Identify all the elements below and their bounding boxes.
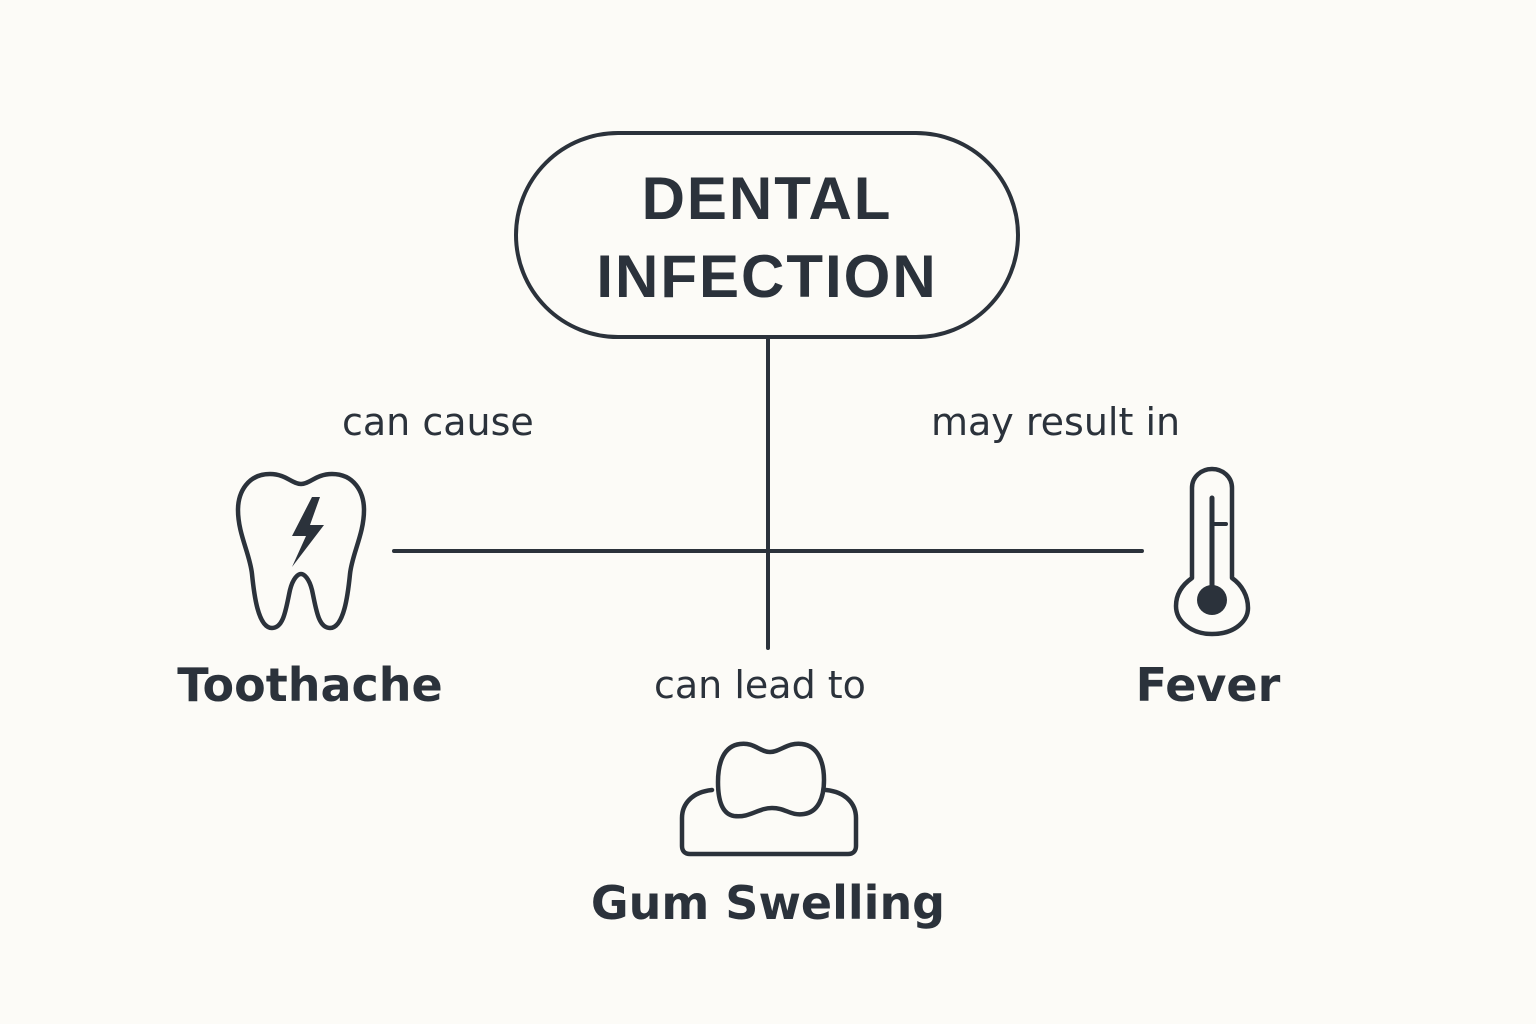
center-node-dental-infection: DENTAL INFECTION [514, 131, 1020, 339]
swollen-gum-icon [679, 741, 859, 857]
edge-label-can-cause: can cause [342, 400, 534, 444]
node-label-fever: Fever [1135, 658, 1281, 712]
node-label-toothache: Toothache [177, 658, 443, 712]
thermometer-icon [1173, 466, 1251, 637]
edge-label-can-lead-to: can lead to [654, 663, 866, 707]
edge-label-may-result-in: may result in [931, 400, 1181, 444]
node-label-gum-swelling: Gum Swelling [590, 876, 946, 930]
tooth-lightning-icon [235, 471, 367, 631]
center-title-line1: DENTAL [641, 165, 893, 232]
center-title-line2: INFECTION [596, 243, 938, 310]
